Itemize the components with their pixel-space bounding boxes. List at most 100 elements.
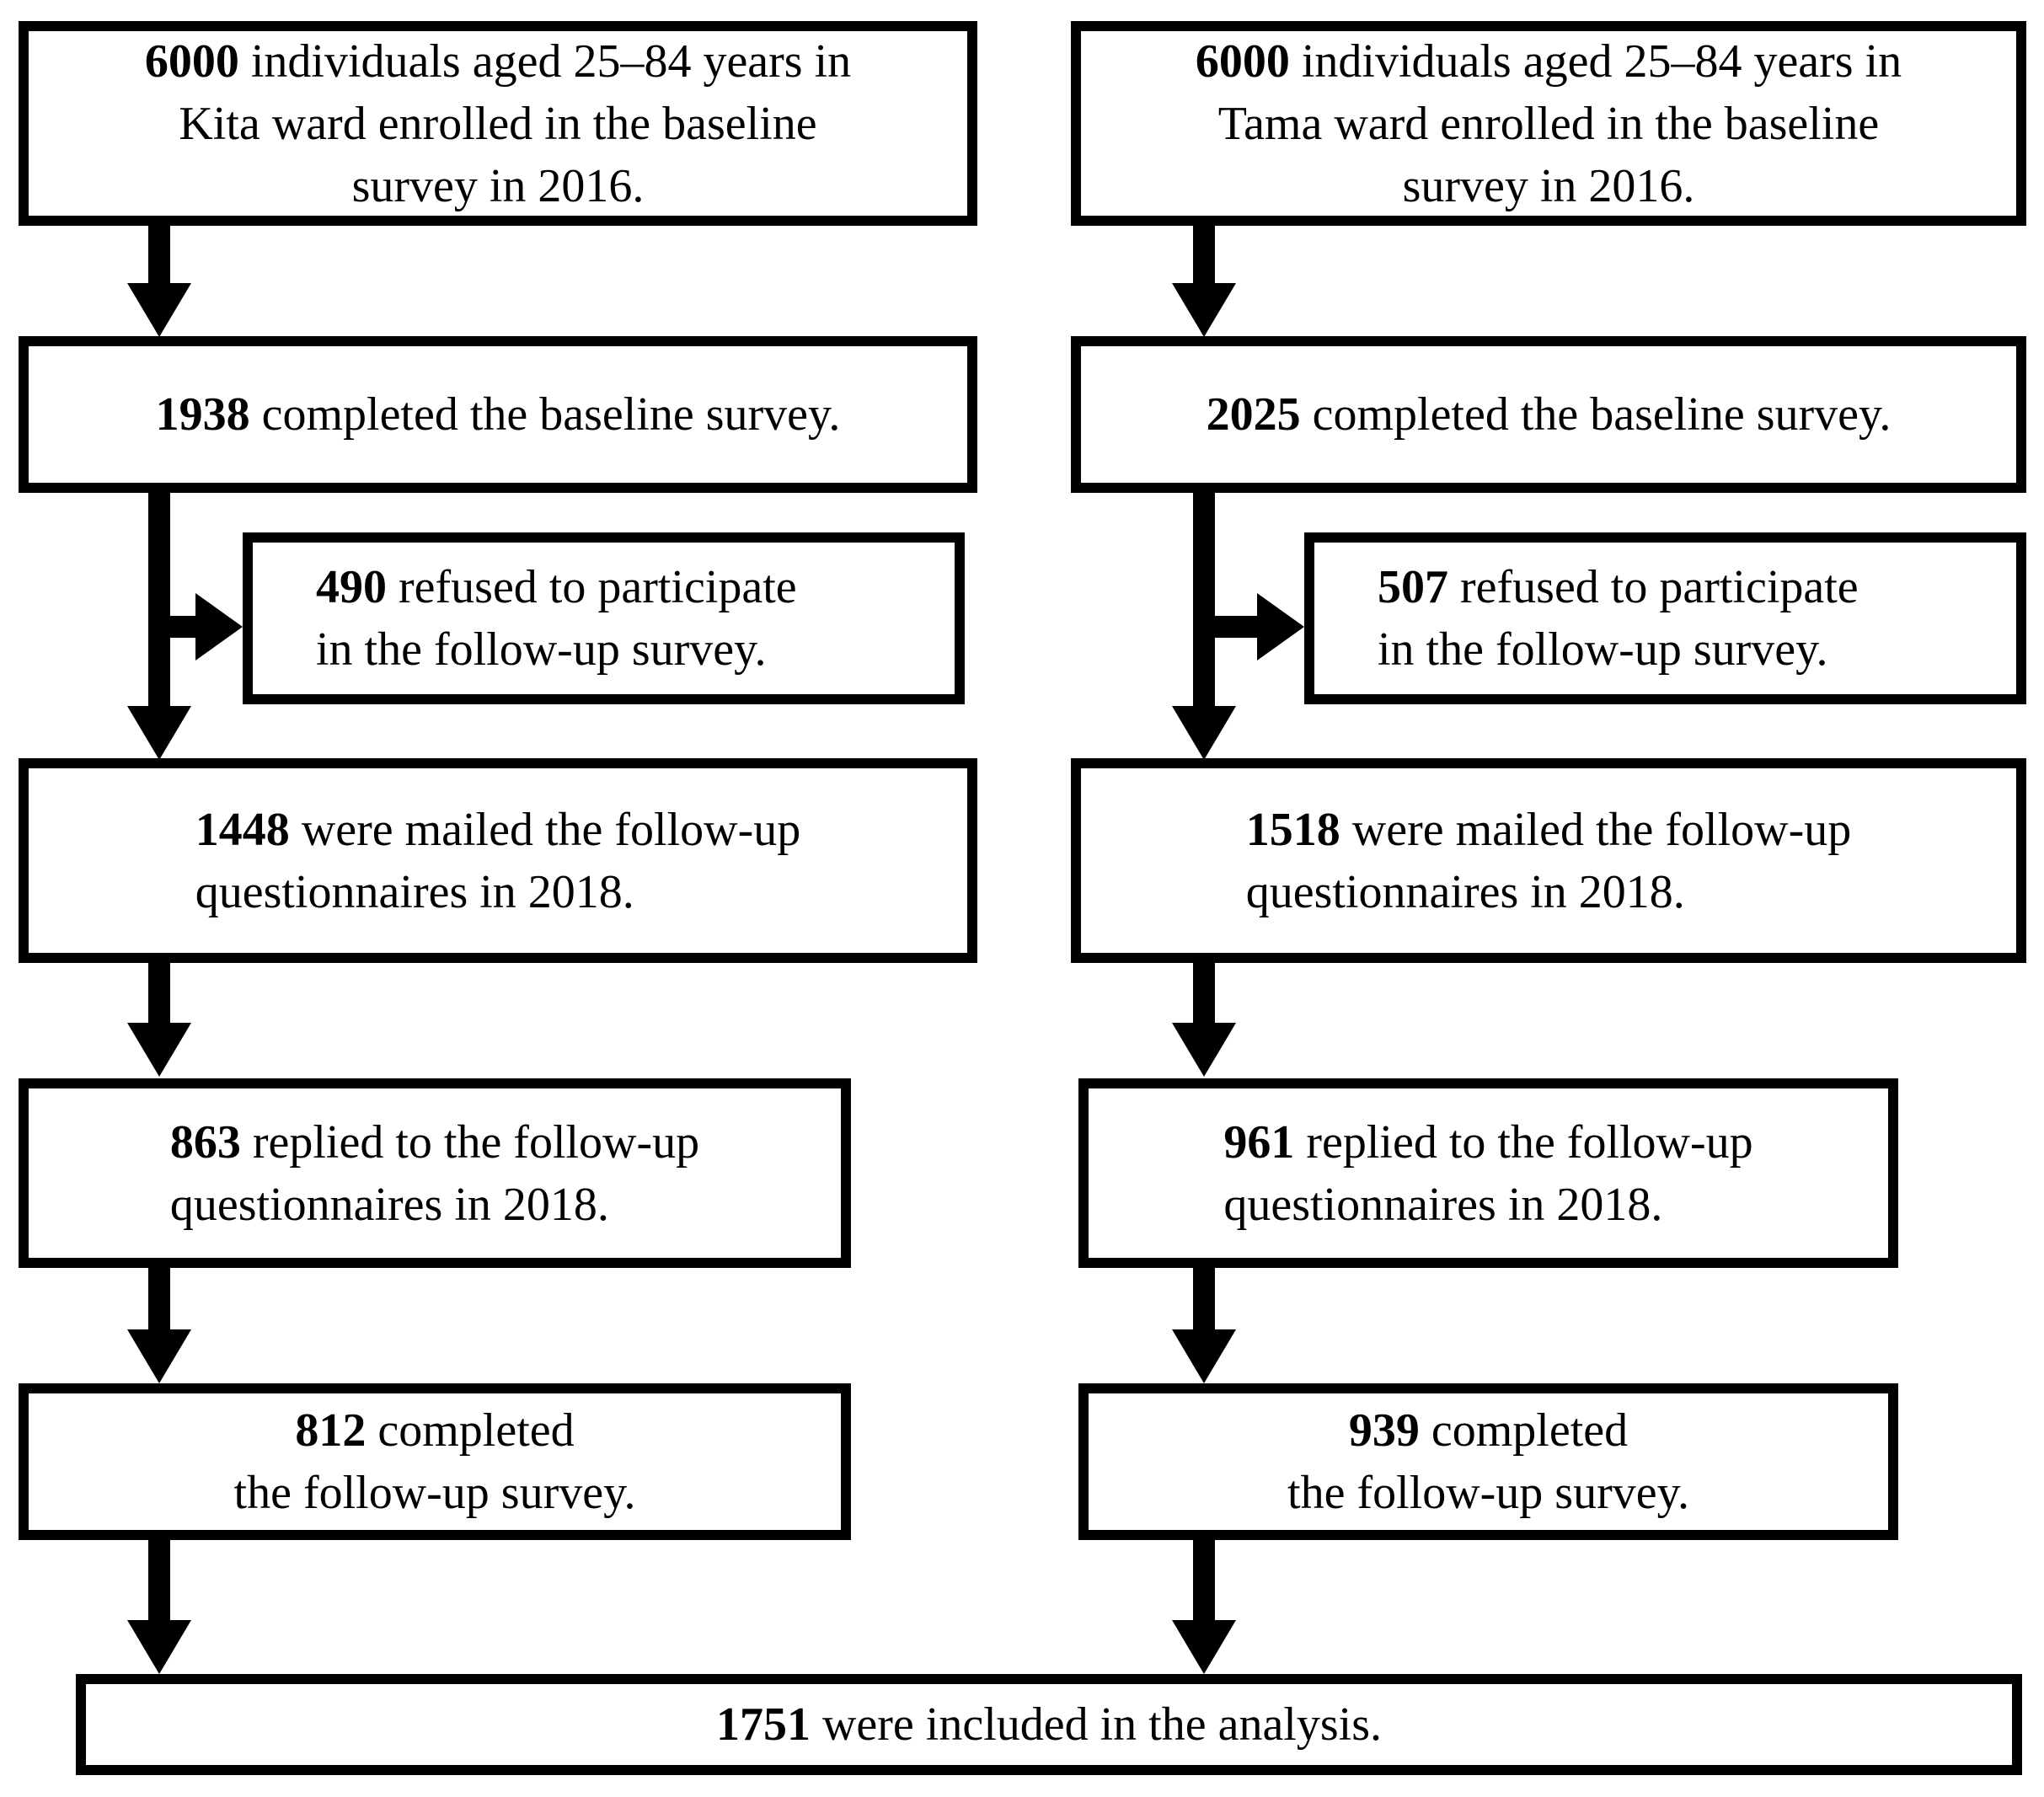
arrow-kita-replied-to-followup-head	[127, 1329, 191, 1383]
count-number: 939	[1348, 1404, 1420, 1457]
text-line: the follow-up survey.	[233, 1467, 636, 1519]
text-segment: completed	[1419, 1404, 1629, 1457]
text-line: Tama ward enrolled in the baseline	[1217, 97, 1880, 150]
arrow-tama-followup-to-included-head	[1172, 1620, 1236, 1674]
arrow-tama-replied-to-followup-head	[1172, 1329, 1236, 1383]
text-segment: replied to the follow-up	[240, 1115, 700, 1169]
arrow-kita-followup-to-included-head	[127, 1620, 191, 1674]
box-tama-enrolled: 6000 individuals aged 25–84 years in Tam…	[1071, 21, 2026, 226]
box-kita-followup-completed-text: 812 completed the follow-up survey.	[234, 1399, 636, 1524]
count-number: 1448	[195, 803, 290, 856]
text-line: 1938 completed the baseline survey.	[156, 383, 841, 446]
arrow-tama-branch-refused-head	[1257, 593, 1304, 661]
box-kita-enrolled: 6000 individuals aged 25–84 years in Kit…	[19, 21, 977, 226]
box-kita-replied-text: 863 replied to the follow-up questionnai…	[170, 1111, 699, 1236]
box-kita-followup-completed: 812 completed the follow-up survey.	[19, 1383, 851, 1540]
arrow-kita-enrolled-to-baseline-head	[127, 283, 191, 337]
count-number: 1938	[155, 388, 250, 441]
box-tama-followup-completed: 939 completed the follow-up survey.	[1078, 1383, 1898, 1540]
arrow-tama-enrolled-to-baseline-shaft	[1193, 224, 1215, 283]
arrow-tama-mailed-to-replied-head	[1172, 1023, 1236, 1077]
text-line: 2025 completed the baseline survey.	[1207, 383, 1892, 446]
box-tama-refused: 507 refused to participate in the follow…	[1304, 532, 2026, 704]
box-tama-refused-text: 507 refused to participate in the follow…	[1378, 556, 1859, 681]
arrow-tama-baseline-to-mailed-head	[1172, 706, 1236, 760]
text-line: questionnaires in 2018.	[1223, 1178, 1663, 1231]
box-tama-replied-text: 961 replied to the follow-up questionnai…	[1223, 1111, 1752, 1236]
arrow-kita-mailed-to-replied-shaft	[148, 961, 170, 1023]
text-line: 507 refused to participate	[1378, 556, 1859, 618]
text-segment: individuals aged 25–84 years in	[1289, 35, 1902, 88]
arrow-kita-baseline-to-mailed-shaft	[148, 491, 170, 706]
text-line: in the follow-up survey.	[316, 623, 767, 676]
text-line: 1518 were mailed the follow-up	[1246, 799, 1851, 861]
box-tama-baseline-completed: 2025 completed the baseline survey.	[1071, 336, 2026, 493]
text-segment: were mailed the follow-up	[1340, 803, 1852, 856]
text-line: 812 completed	[234, 1399, 636, 1462]
arrow-tama-branch-refused-arm	[1215, 616, 1260, 638]
text-line: survey in 2016.	[351, 159, 645, 212]
box-tama-mailed: 1518 were mailed the follow-up questionn…	[1071, 758, 2026, 963]
text-line: 490 refused to participate	[316, 556, 797, 618]
count-number: 1751	[715, 1698, 811, 1751]
box-kita-replied: 863 replied to the follow-up questionnai…	[19, 1078, 851, 1268]
arrow-kita-baseline-to-mailed-head	[127, 706, 191, 760]
count-number: 6000	[1195, 35, 1290, 88]
text-segment: completed	[366, 1404, 575, 1457]
arrow-kita-enrolled-to-baseline-shaft	[148, 224, 170, 283]
box-kita-baseline-completed-text: 1938 completed the baseline survey.	[156, 383, 841, 446]
count-number: 863	[169, 1115, 241, 1169]
text-segment: were included in the analysis.	[810, 1698, 1382, 1751]
text-line: 939 completed	[1287, 1399, 1689, 1462]
count-number: 1518	[1245, 803, 1340, 856]
arrow-kita-replied-to-followup-shaft	[148, 1266, 170, 1329]
text-line: 6000 individuals aged 25–84 years in	[1196, 30, 1902, 93]
text-line: 863 replied to the follow-up	[170, 1111, 699, 1174]
text-line: the follow-up survey.	[1287, 1467, 1689, 1519]
box-kita-baseline-completed: 1938 completed the baseline survey.	[19, 336, 977, 493]
count-number: 812	[295, 1404, 367, 1457]
text-line: questionnaires in 2018.	[169, 1178, 609, 1231]
arrow-tama-replied-to-followup-shaft	[1193, 1266, 1215, 1329]
box-tama-baseline-completed-text: 2025 completed the baseline survey.	[1207, 383, 1892, 446]
arrow-kita-mailed-to-replied-head	[127, 1023, 191, 1077]
box-included-analysis-text: 1751 were included in the analysis.	[716, 1693, 1382, 1756]
box-tama-mailed-text: 1518 were mailed the follow-up questionn…	[1246, 799, 1851, 923]
box-included-analysis: 1751 were included in the analysis.	[76, 1674, 2022, 1775]
text-line: 1751 were included in the analysis.	[716, 1693, 1382, 1756]
box-tama-followup-completed-text: 939 completed the follow-up survey.	[1287, 1399, 1689, 1524]
arrow-tama-enrolled-to-baseline-head	[1172, 283, 1236, 337]
text-line: questionnaires in 2018.	[195, 865, 634, 918]
text-line: in the follow-up survey.	[1378, 623, 1828, 676]
text-line: questionnaires in 2018.	[1245, 865, 1685, 918]
count-number: 961	[1223, 1115, 1295, 1169]
text-segment: completed the baseline survey.	[249, 388, 841, 441]
box-kita-mailed-text: 1448 were mailed the follow-up questionn…	[195, 799, 800, 923]
count-number: 490	[316, 561, 387, 613]
text-segment: completed the baseline survey.	[1300, 388, 1892, 441]
box-kita-mailed: 1448 were mailed the follow-up questionn…	[19, 758, 977, 963]
text-line: 6000 individuals aged 25–84 years in	[145, 30, 851, 93]
text-segment: refused to participate	[387, 561, 797, 613]
arrow-kita-branch-refused-head	[195, 593, 243, 661]
text-line: 1448 were mailed the follow-up	[195, 799, 800, 861]
box-kita-refused: 490 refused to participate in the follow…	[243, 532, 965, 704]
text-line: 961 replied to the follow-up	[1223, 1111, 1752, 1174]
arrow-tama-mailed-to-replied-shaft	[1193, 961, 1215, 1023]
count-number: 507	[1378, 561, 1448, 613]
text-segment: refused to participate	[1448, 561, 1859, 613]
count-number: 2025	[1206, 388, 1301, 441]
arrow-tama-followup-to-included-shaft	[1193, 1538, 1215, 1620]
arrow-kita-followup-to-included-shaft	[148, 1538, 170, 1620]
arrow-tama-baseline-to-mailed-shaft	[1193, 491, 1215, 706]
box-kita-refused-text: 490 refused to participate in the follow…	[316, 556, 797, 681]
text-line: Kita ward enrolled in the baseline	[179, 97, 817, 150]
box-tama-enrolled-text: 6000 individuals aged 25–84 years in Tam…	[1196, 30, 1902, 217]
box-tama-replied: 961 replied to the follow-up questionnai…	[1078, 1078, 1898, 1268]
text-segment: replied to the follow-up	[1294, 1115, 1753, 1169]
text-segment: individuals aged 25–84 years in	[238, 35, 852, 88]
arrow-kita-branch-refused-arm	[170, 616, 199, 638]
count-number: 6000	[144, 35, 239, 88]
box-kita-enrolled-text: 6000 individuals aged 25–84 years in Kit…	[145, 30, 851, 217]
